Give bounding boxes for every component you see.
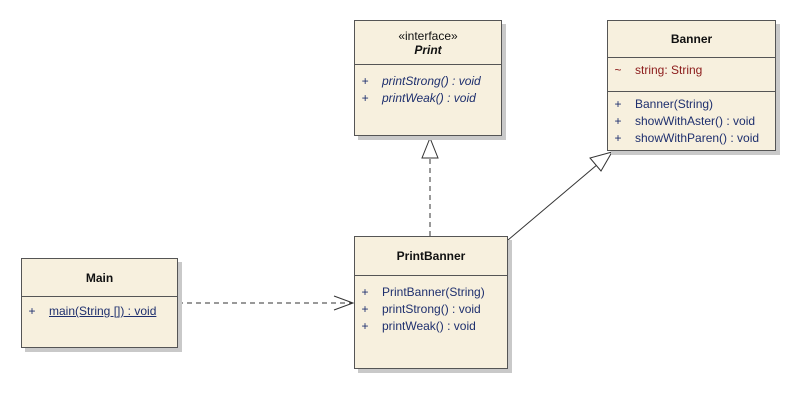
class-name: Banner [670,32,713,46]
printbanner-class-box[interactable]: PrintBanner + PrintBanner(String) + prin… [354,236,508,369]
visibility-marker: + [361,74,369,88]
operation-signature: printStrong() : void [382,74,481,88]
main-class-box[interactable]: Main + main(String []) : void [21,258,178,348]
operation-row: + PrintBanner(String) [355,284,507,301]
attributes-section: ~ string: String [608,58,775,92]
printbanner-class-header: PrintBanner [355,237,507,276]
operation-row: + Banner(String) [608,96,775,113]
visibility-marker: + [361,302,369,316]
operation-row: + printStrong() : void [355,301,507,318]
operation-signature: printWeak() : void [382,319,476,333]
main-class-header: Main [22,259,177,297]
attribute-row: ~ string: String [608,62,775,79]
dependency-arrowhead [333,295,355,311]
operation-row: + printWeak() : void [355,90,501,107]
class-name: Main [85,270,114,285]
visibility-marker: + [614,114,622,128]
banner-class-header: Banner [608,21,775,58]
operation-row: + main(String []) : void [22,303,177,320]
class-name: Print [414,42,442,57]
operation-signature: printStrong() : void [382,302,481,316]
operation-row: + printStrong() : void [355,73,501,90]
generalization-arrowhead [589,151,614,172]
stereotype-label: «interface» [398,28,458,43]
operation-signature: PrintBanner(String) [382,285,485,299]
operations-section: + PrintBanner(String) + printStrong() : … [355,276,507,335]
visibility-marker: + [614,131,622,145]
attribute-signature: string: String [635,63,703,77]
visibility-marker: + [614,97,622,111]
visibility-marker: + [28,304,36,318]
operation-signature: printWeak() : void [382,91,476,105]
class-name: PrintBanner [396,249,466,263]
operation-signature: Banner(String) [635,97,714,111]
visibility-marker: + [361,319,369,333]
realization-arrowhead [421,136,439,159]
operation-row: + showWithAster() : void [608,113,775,130]
operation-row: + printWeak() : void [355,318,507,335]
visibility-marker: ~ [614,63,622,77]
banner-class-box[interactable]: Banner ~ string: String + Banner(String)… [607,20,776,151]
visibility-marker: + [361,285,369,299]
operations-section: + Banner(String) + showWithAster() : voi… [608,92,775,147]
operations-section: + main(String []) : void [22,297,177,320]
print-interface-header: «interface» Print [355,21,501,65]
operation-row: + showWithParen() : void [608,130,775,147]
operation-signature: main(String []) : void [49,304,157,318]
generalization-line [507,163,599,241]
operation-signature: showWithAster() : void [635,114,756,128]
print-interface-box[interactable]: «interface» Print + printStrong() : void… [354,20,502,136]
visibility-marker: + [361,91,369,105]
operations-section: + printStrong() : void + printWeak() : v… [355,65,501,107]
operation-signature: showWithParen() : void [635,131,760,145]
